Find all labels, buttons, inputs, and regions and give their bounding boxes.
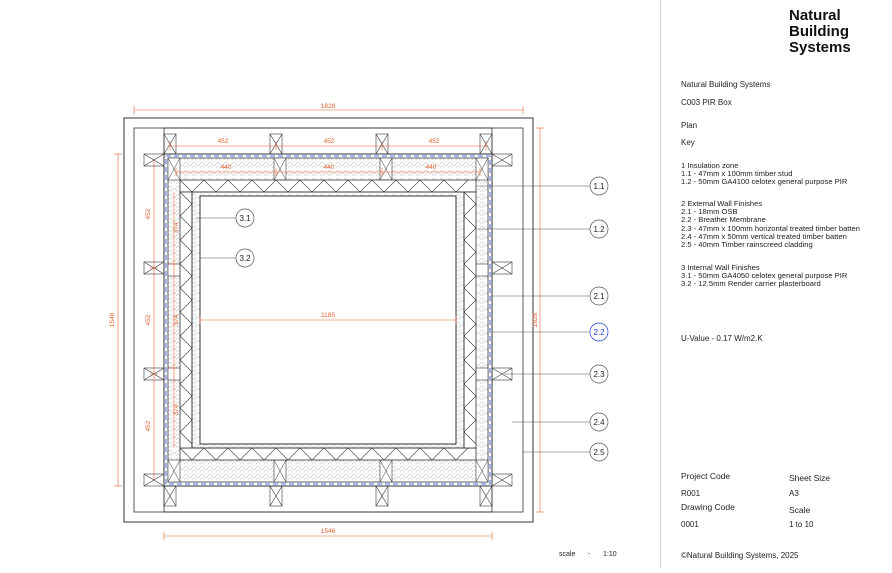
key-label: Key xyxy=(681,138,695,147)
view-label: Plan xyxy=(681,121,698,130)
callout-1-1: 1.1 xyxy=(593,182,605,191)
bottom-rail xyxy=(179,447,477,461)
dim-top-seg-2: 452 xyxy=(324,138,335,145)
title-panel: Natural Building Systems Natural Buildin… xyxy=(660,0,892,568)
key-item: 3.2 - 12.5mm Render carrier plasterboard xyxy=(681,279,821,289)
logo-line-1: Natural xyxy=(789,7,841,24)
cladding-outer-edge xyxy=(123,117,534,523)
dim-top-seg-3: 452 xyxy=(429,138,440,145)
dim-inner-seg-1: 440 xyxy=(221,164,232,171)
key-item: 1.2 - 50mm GA4100 celotex general purpos… xyxy=(681,177,848,187)
project-code-label: Project Code xyxy=(681,471,731,481)
callout-circles xyxy=(235,176,609,462)
key-item: 2.3 - 47mm x 100mm horizontal treated ti… xyxy=(681,223,860,233)
scale-label: Scale xyxy=(789,505,811,515)
dim-top-seg-1: 452 xyxy=(218,138,229,145)
key-group-3: 3 Internal Wall Finishes 3.1 - 50mm GA40… xyxy=(681,263,881,289)
dim-left-seg-2: 452 xyxy=(145,314,152,325)
callout-2-2: 2.2 xyxy=(593,328,605,337)
key-item: 1.1 - 47mm x 100mm timber stud xyxy=(681,169,793,179)
callout-2-1: 2.1 xyxy=(593,292,605,301)
callout-2-5: 2.5 xyxy=(593,448,605,457)
scale-value: 1 to 10 xyxy=(789,520,814,529)
drawing-scale-sep: - xyxy=(588,551,591,558)
callout-3-1: 3.1 xyxy=(239,214,251,223)
dim-inner-seg-2: 440 xyxy=(324,164,335,171)
key-item: 3.1 - 50mm GA4050 celotex general purpos… xyxy=(681,271,848,281)
callout-leaders xyxy=(196,185,590,453)
sheet-size-value: A3 xyxy=(789,489,799,498)
breather-membrane xyxy=(165,155,491,485)
right-rail-zigzag xyxy=(463,191,477,445)
callout-2-3: 2.3 xyxy=(593,370,605,379)
dim-left-overall: 1546 xyxy=(109,312,116,327)
drawing-code-value: 0001 xyxy=(681,520,699,529)
drawing-title: C003 PIR Box xyxy=(681,98,732,107)
dim-bottom-overall: 1546 xyxy=(321,528,336,535)
key-item: 2.1 - 18mm OSB xyxy=(681,207,738,217)
drawing-code-label: Drawing Code xyxy=(681,502,735,512)
key-group-title: 2 External Wall Finishes xyxy=(681,199,763,208)
dim-left-inner-2: 374 xyxy=(173,314,180,325)
drawing-scale-label: scale xyxy=(559,551,576,558)
plan-svg: 1828 452 452 452 440 440 440 1546 452 45… xyxy=(109,103,609,540)
key-group-title: 1 Insulation zone xyxy=(681,161,739,170)
internal-pir xyxy=(191,191,465,449)
left-rail-zigzag xyxy=(179,191,193,445)
dim-left-seg-1: 452 xyxy=(145,208,152,219)
dim-top-overall: 1828 xyxy=(321,103,336,110)
company-name: Natural Building Systems xyxy=(681,80,771,89)
dim-left-inner-1: 374 xyxy=(173,222,180,233)
callout-2-4: 2.4 xyxy=(593,418,605,427)
key-item: 2.2 - Breather Membrane xyxy=(681,215,766,225)
copyright: ©Natural Building Systems, 2025 xyxy=(681,551,799,560)
bottom-batten-zone xyxy=(163,485,493,513)
plan-drawing: 1828 452 452 452 440 440 440 1546 452 45… xyxy=(109,103,617,558)
top-rail-zigzag xyxy=(179,179,469,193)
top-rail xyxy=(179,179,477,193)
dim-right-overall: 1828 xyxy=(532,312,539,327)
stud-crosses xyxy=(167,157,489,483)
dim-left-inner-3: 374 xyxy=(173,404,180,415)
logo-line-2: Building xyxy=(789,23,849,40)
project-code-value: R001 xyxy=(681,489,701,498)
drawing-scale-value: 1:10 xyxy=(603,551,617,558)
key-item: 2.4 - 47mm x 50mm vertical treated timbe… xyxy=(681,231,847,241)
u-value: U-Value - 0.17 W/m2.K xyxy=(681,334,763,343)
dimension-lines xyxy=(114,106,544,540)
key-group-2: 2 External Wall Finishes 2.1 - 18mm OSB … xyxy=(681,199,881,250)
dim-inner-seg-3: 440 xyxy=(426,164,437,171)
dim-interior-width: 1185 xyxy=(321,312,335,319)
sheet-size-label: Sheet Size xyxy=(789,473,831,483)
dim-left-seg-3: 452 xyxy=(145,420,152,431)
key-group-title: 3 Internal Wall Finishes xyxy=(681,263,760,272)
osb-layer xyxy=(163,153,493,487)
callout-1-2: 1.2 xyxy=(593,225,605,234)
callout-3-2: 3.2 xyxy=(239,254,251,263)
company-logo: Natural Building Systems xyxy=(789,8,851,56)
key-group-1: 1 Insulation zone 1.1 - 47mm x 100mm tim… xyxy=(681,161,881,187)
logo-line-3: Systems xyxy=(789,39,851,56)
key-item: 2.5 - 40mm Timber rainscreed cladding xyxy=(681,240,813,250)
